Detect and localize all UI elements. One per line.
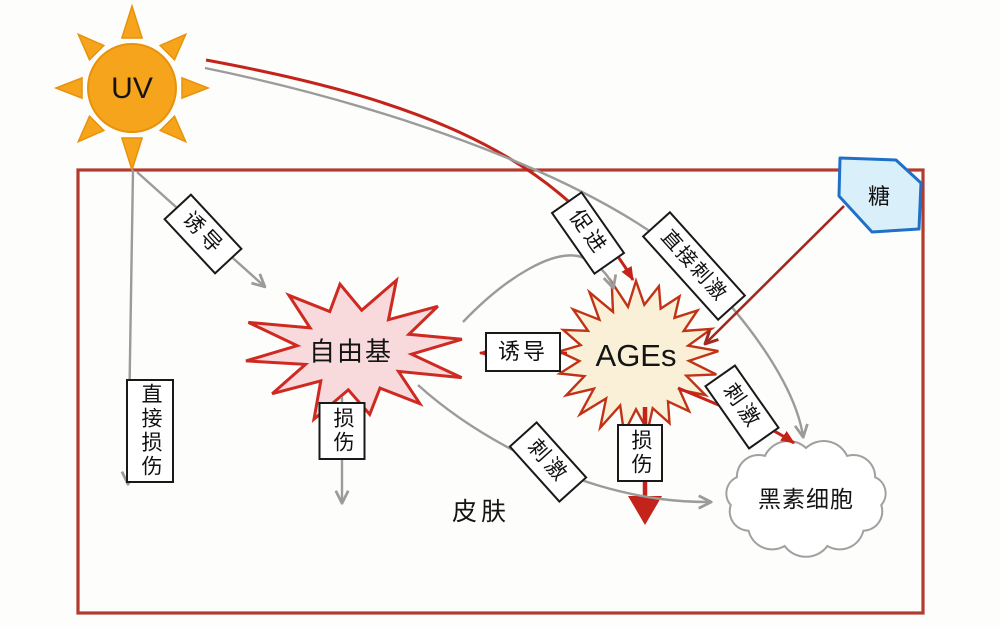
edge-ages-skin-arrowhead xyxy=(628,496,662,525)
edge-label-text: 损伤 xyxy=(629,429,653,477)
edge-free-radical-melanocyte xyxy=(417,384,710,502)
sun-ray xyxy=(120,3,144,39)
sun-ray xyxy=(158,114,188,144)
skin-label: 皮肤 xyxy=(451,498,511,526)
sun-ray xyxy=(53,76,83,100)
edge-label-text: 诱导 xyxy=(497,339,548,365)
free-radical-label: 自由基 xyxy=(308,336,394,367)
ages-starburst xyxy=(555,277,719,437)
uv-sun-icon xyxy=(53,3,211,173)
edge-label-ages-induce: 诱导 xyxy=(485,332,561,372)
sugar-label: 糖 xyxy=(867,184,891,209)
melanocyte-cloud xyxy=(725,440,887,558)
melanocyte-label: 黑素细胞 xyxy=(758,486,854,512)
edge-label-fr-damage: 损伤 xyxy=(318,402,366,460)
sun-ray xyxy=(120,137,144,173)
skin-boundary-box xyxy=(76,168,925,615)
edge-sugar-ages xyxy=(706,205,845,343)
sugar-hexagon xyxy=(837,156,923,234)
edge-label-text: 损伤 xyxy=(331,407,355,455)
sun-ray xyxy=(158,32,188,62)
sun-ray xyxy=(181,76,211,100)
edge-label-ages-damage: 损伤 xyxy=(617,424,663,482)
edge-free-radical-ages xyxy=(462,254,613,323)
sun-ray xyxy=(76,114,106,144)
sun-ray xyxy=(76,32,106,62)
ages-label: AGEs xyxy=(595,338,677,373)
edge-label-text: 直接损伤 xyxy=(139,383,163,479)
edge-label-direct-damage: 直接损伤 xyxy=(126,379,174,483)
uv-label: UV xyxy=(111,72,153,105)
free-radical-starburst xyxy=(245,276,463,423)
